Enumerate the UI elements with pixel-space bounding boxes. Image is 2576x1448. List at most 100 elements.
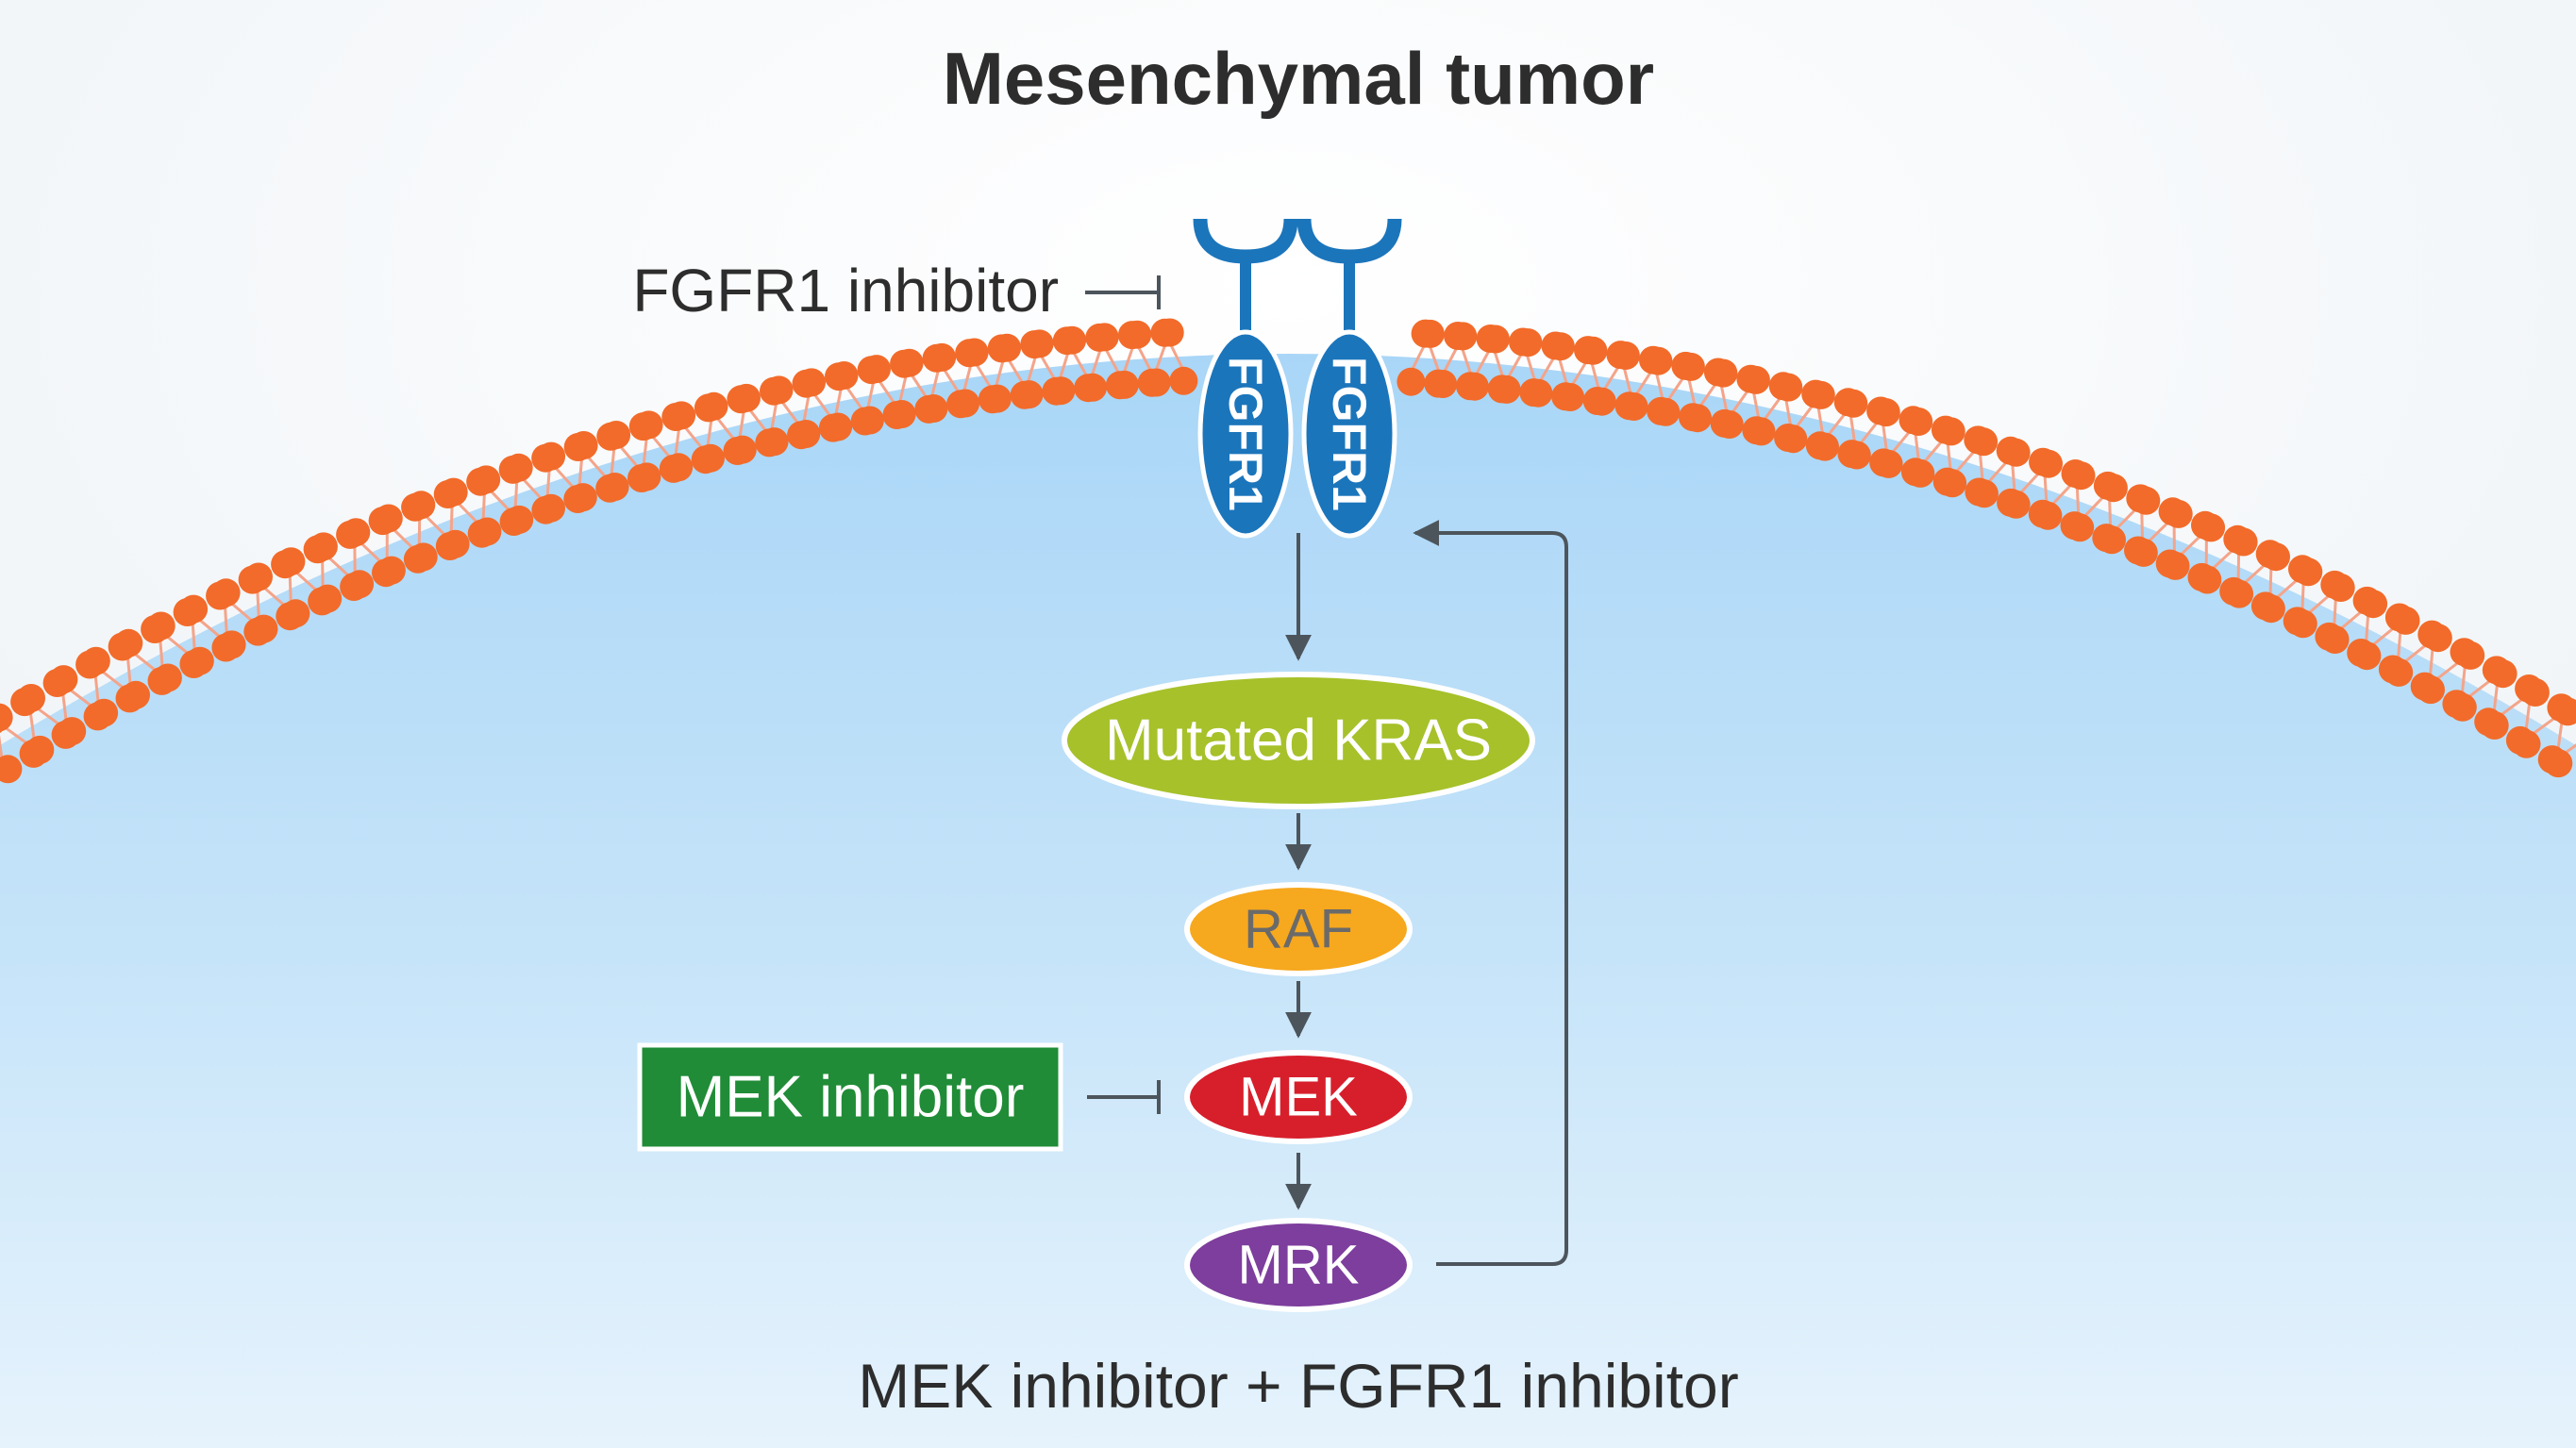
membrane-tail <box>392 527 415 550</box>
membrane-head-outer <box>1480 325 1510 354</box>
membrane-head-outer <box>1579 336 1608 365</box>
membrane-tail <box>1442 346 1459 374</box>
membrane-tail <box>125 656 132 686</box>
membrane-head-outer <box>211 578 241 607</box>
membrane-tail <box>642 437 648 467</box>
membrane-head-inner <box>153 663 182 692</box>
membrane-head-inner <box>473 517 502 546</box>
node-raf-label: RAF <box>1244 899 1353 960</box>
membrane-tail <box>898 374 908 404</box>
membrane-head-inner <box>2033 501 2063 530</box>
membrane-tail <box>262 586 287 607</box>
membrane-tail <box>2300 582 2305 611</box>
membrane-head-inner <box>2544 749 2573 778</box>
membrane-head-inner <box>2193 565 2222 594</box>
membrane-tail <box>1784 398 1793 427</box>
membrane-tail <box>2307 593 2332 615</box>
membrane-tail <box>424 514 447 537</box>
membrane-head-outer <box>1871 398 1900 427</box>
membrane-head-outer <box>1709 358 1738 388</box>
mek-inhibitor-box: MEK inhibitor <box>637 1042 1063 1152</box>
node-mrk-label: MRK <box>1238 1235 1360 1296</box>
membrane-head-inner <box>2001 490 2031 519</box>
membrane-head-inner <box>2066 513 2095 542</box>
membrane-head-inner <box>1079 373 1108 402</box>
membrane-tail <box>747 408 768 433</box>
membrane-tail <box>1954 449 1976 474</box>
membrane-tail <box>2211 548 2234 571</box>
fgfr1-inhibitor-label: FGFR1 inhibitor <box>632 257 1059 325</box>
membrane-tail <box>586 455 608 479</box>
membrane-head-inner <box>281 599 310 628</box>
membrane-tail <box>2339 609 2364 631</box>
membrane-head-outer <box>993 333 1022 362</box>
membrane-head-inner <box>632 462 661 491</box>
membrane-head-outer <box>342 518 371 547</box>
membrane-tail <box>1826 411 1847 437</box>
membrane-tail <box>1122 345 1135 374</box>
membrane-head-outer <box>17 684 45 712</box>
membrane-tail <box>93 674 100 704</box>
membrane-head-inner <box>728 435 757 464</box>
membrane-tail <box>780 400 800 425</box>
membrane-tail <box>738 409 745 440</box>
membrane-tail <box>28 711 36 741</box>
membrane-head-inner <box>1429 370 1458 398</box>
membrane-tail <box>2268 567 2273 596</box>
membrane-tail <box>1622 366 1632 395</box>
membrane-head-inner <box>1524 378 1553 408</box>
membrane-head-inner <box>376 556 406 585</box>
membrane-head-inner <box>1938 469 1967 498</box>
membrane-tail <box>321 559 325 589</box>
membrane-tail <box>1922 440 1944 464</box>
membrane-head-inner <box>1460 372 1489 401</box>
membrane-tail <box>1071 350 1089 378</box>
membrane-head-outer <box>1514 328 1543 358</box>
fgfr1-receptor-right-label: FGFR1 <box>1323 357 1376 511</box>
membrane-tail <box>513 480 519 509</box>
membrane-head-inner <box>2320 625 2350 654</box>
node-raf: RAF <box>1184 882 1413 976</box>
membrane-tail <box>1978 452 1984 482</box>
membrane-head-outer <box>1058 325 1087 355</box>
membrane-tail <box>2563 743 2576 756</box>
membrane-tail <box>2492 683 2500 713</box>
membrane-tail <box>1687 377 1697 407</box>
membrane-tail <box>68 688 93 708</box>
membrane-tail <box>1654 372 1664 401</box>
membrane-heads <box>0 318 2576 784</box>
membrane-head-inner <box>345 570 375 599</box>
membrane-head-inner <box>1046 376 1076 406</box>
membrane-tail <box>834 387 843 417</box>
fgfr1-receptor-right: FGFR1 <box>1296 218 1402 539</box>
membrane-head-inner <box>1779 424 1808 454</box>
membrane-head-inner <box>2480 711 2509 740</box>
membrane-head-inner <box>2352 641 2382 671</box>
membrane-head-inner <box>1683 404 1712 433</box>
membrane-head-outer <box>829 361 859 390</box>
membrane-tail <box>1848 414 1857 443</box>
membrane-head-inner <box>855 406 884 435</box>
membrane-tail <box>2115 508 2137 531</box>
membrane-tail <box>812 392 832 418</box>
membrane-head-outer <box>2488 659 2517 689</box>
membrane-tail <box>1794 404 1815 429</box>
membrane-tail <box>2499 697 2524 717</box>
pathway-arrows <box>1285 520 1568 1266</box>
membrane-tail <box>2370 626 2396 647</box>
membrane-tail <box>1090 348 1102 377</box>
membrane-tail <box>2140 510 2144 541</box>
membrane-tail <box>994 358 1005 389</box>
membrane-head-outer <box>797 368 826 397</box>
membrane-head-outer <box>928 342 957 372</box>
membrane-tail <box>845 385 864 411</box>
membrane-head-outer <box>0 703 13 732</box>
membrane-head-outer <box>244 562 273 591</box>
node-mrk: MRK <box>1184 1218 1413 1312</box>
membrane-tail <box>1666 375 1685 402</box>
membrane-tail <box>2428 647 2434 677</box>
membrane-tail <box>1474 349 1491 376</box>
membrane-head-inner <box>792 420 821 448</box>
membrane-head-outer <box>2456 641 2485 670</box>
membrane-head-inner <box>1492 374 1521 404</box>
